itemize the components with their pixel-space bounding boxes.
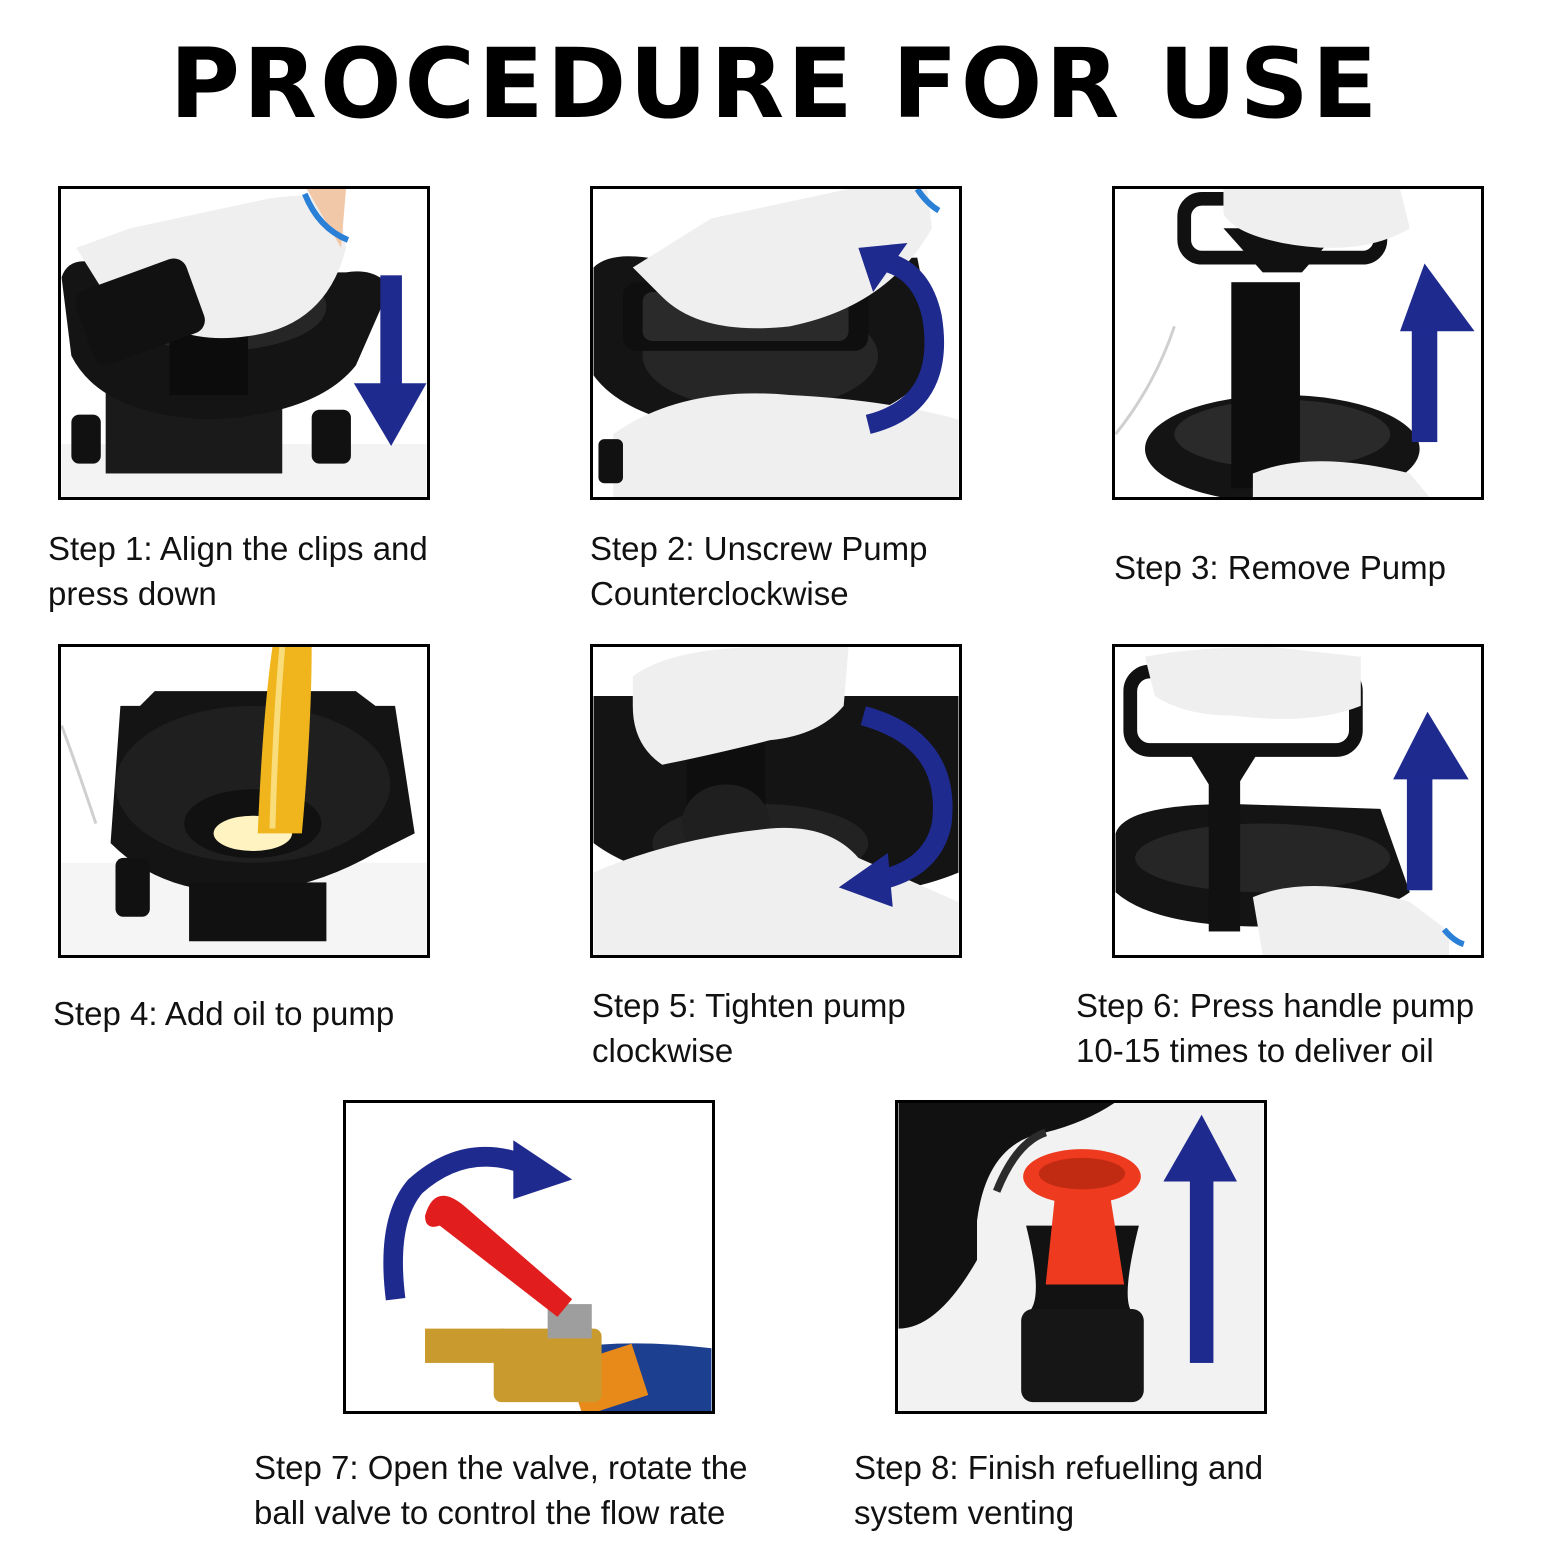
page-title: PROCEDURE FOR USE xyxy=(169,28,1381,140)
up-arrow-icon xyxy=(1400,263,1475,443)
step-2-caption-line2: Counterclockwise xyxy=(590,575,849,612)
step-2-image xyxy=(590,186,962,500)
step-6-image xyxy=(1112,644,1484,958)
step-8-caption-line2: system venting xyxy=(854,1494,1075,1531)
step-2-caption: Step 2: Unscrew Pump Counterclockwise xyxy=(590,526,927,616)
step-4-caption: Step 4: Add oil to pump xyxy=(53,991,394,1036)
step-4-image xyxy=(58,644,430,958)
step-3-caption-line1: Step 3: Remove Pump xyxy=(1114,549,1446,586)
step-7-caption: Step 7: Open the valve, rotate the ball … xyxy=(254,1445,748,1535)
step-7-caption-line2: ball valve to control the flow rate xyxy=(254,1494,726,1531)
step-7-image xyxy=(343,1100,715,1414)
step-8-caption-line1: Step 8: Finish refuelling and xyxy=(854,1449,1264,1486)
step-8-caption: Step 8: Finish refuelling and system ven… xyxy=(854,1445,1263,1535)
step-5-caption: Step 5: Tighten pump clockwise xyxy=(592,983,906,1073)
step-7-caption-line1: Step 7: Open the valve, rotate the xyxy=(254,1449,748,1486)
curved-arrow-icon xyxy=(383,1140,573,1301)
step-6-caption-line1: Step 6: Press handle pump xyxy=(1076,987,1475,1024)
step-6-caption: Step 6: Press handle pump 10-15 times to… xyxy=(1076,983,1474,1073)
step-1-caption: Step 1: Align the clips and press down xyxy=(48,526,428,616)
clockwise-arrow-icon xyxy=(838,706,953,907)
up-arrow-icon xyxy=(1163,1114,1237,1363)
step-8-image xyxy=(895,1100,1267,1414)
step-3-image xyxy=(1112,186,1484,500)
step-5-caption-line2: clockwise xyxy=(592,1032,734,1069)
down-arrow-icon xyxy=(353,275,427,446)
step-6-caption-line2: 10-15 times to deliver oil xyxy=(1076,1032,1434,1069)
step-4-caption-line1: Step 4: Add oil to pump xyxy=(53,995,395,1032)
step-5-image xyxy=(590,644,962,958)
step-3-caption: Step 3: Remove Pump xyxy=(1114,545,1446,590)
counterclockwise-arrow-icon xyxy=(858,242,945,434)
step-5-caption-line1: Step 5: Tighten pump xyxy=(592,987,906,1024)
up-arrow-icon xyxy=(1393,711,1469,891)
step-1-caption-line1: Step 1: Align the clips and xyxy=(48,530,428,567)
step-1-image xyxy=(58,186,430,500)
step-2-caption-line1: Step 2: Unscrew Pump xyxy=(590,530,928,567)
step-1-caption-line2: press down xyxy=(48,575,217,612)
